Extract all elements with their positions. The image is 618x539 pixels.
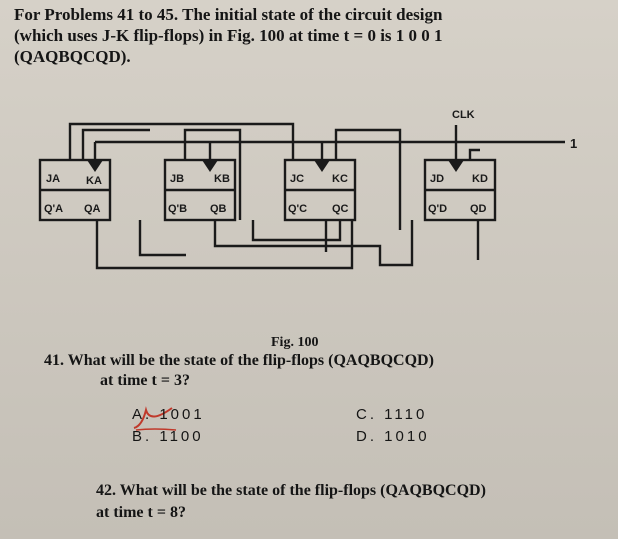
clock-triangle-a [87,160,103,172]
ffd-k-label: KD [472,173,488,185]
q42-line-1: 42. What will be the state of the flip-f… [96,482,486,499]
ffc-q-label: QC [332,203,349,215]
q41-line-1: 41. What will be the state of the flip-f… [44,352,434,369]
intro-line-2: (which uses J-K flip-flops) in Fig. 100 … [14,26,443,45]
wire-kc-link [334,128,402,230]
ffc-k-label: KC [332,173,348,185]
wire-qa-jump [138,220,186,257]
ffc-qbar-label: Q'C [288,203,307,215]
ffa-q-label: QA [84,203,101,215]
wire-jb-feedback [183,128,242,220]
ffb-qbar-label: Q'B [168,203,187,215]
ffd-j-label: JD [430,173,444,185]
ffa-k-label: KA [86,175,102,187]
ffd-q-label: QD [470,203,487,215]
ffa-j-label: JA [46,173,60,185]
ffa-qbar-label: Q'A [44,203,63,215]
problem-intro: For Problems 41 to 45. The initial state… [14,4,610,67]
figure-caption: Fig. 100 [271,335,319,350]
wire-feedback-top [68,122,295,160]
ffc-j-label: JC [290,173,304,185]
pen-check-mark [133,406,177,431]
q41-line-2: at time t = 3? [100,372,190,389]
clk-label: CLK [452,109,475,121]
clock-triangle-c [314,160,330,172]
wire-kd-link [468,148,480,160]
intro-line-1: For Problems 41 to 45. The initial state… [14,5,443,24]
wire-qb-out [213,220,414,267]
wire-qb-loop [251,220,342,242]
logic-one-label: 1 [570,136,577,151]
q41-option-a[interactable]: A. 1001 [132,406,205,423]
q41-option-d[interactable]: D. 1010 [356,428,430,445]
ffb-q-label: QB [210,203,227,215]
wire-qa-out [95,220,354,270]
ffb-j-label: JB [170,173,184,185]
clock-triangle-b [202,160,218,172]
intro-line-3: (QAQBQCQD). [14,47,131,66]
ffb-k-label: KB [214,173,230,185]
ffd-qbar-label: Q'D [428,203,447,215]
q42-line-2: at time t = 8? [96,504,186,521]
q41-option-c[interactable]: C. 1110 [356,406,428,423]
clock-triangle-d [448,160,464,172]
q41-option-b[interactable]: B. 1100 [132,428,204,445]
wire-ka-link [81,128,150,160]
